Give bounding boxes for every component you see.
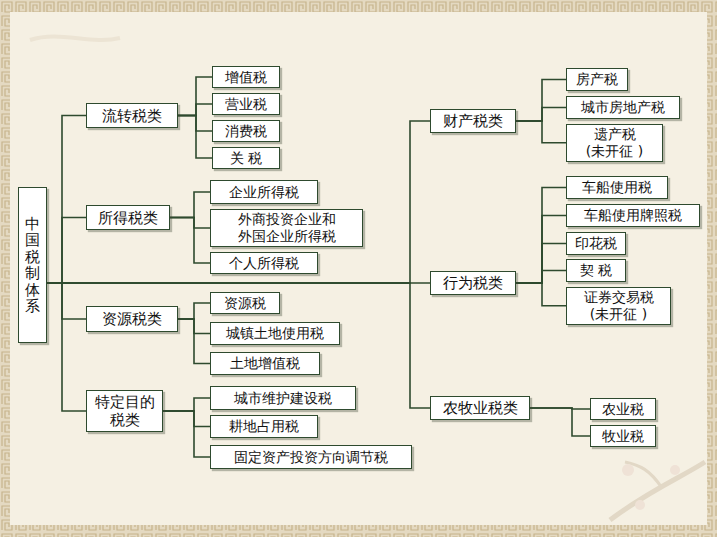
border-band xyxy=(0,0,10,537)
tree-connector xyxy=(530,408,590,436)
category-box: 农牧业税类 xyxy=(430,396,530,420)
tree-connector xyxy=(47,218,86,284)
border-band xyxy=(0,525,717,537)
tree-connector xyxy=(516,188,566,284)
node-label: 农牧业税类 xyxy=(443,399,518,417)
tree-connector xyxy=(170,218,210,264)
node-label: 车船使用税 xyxy=(582,179,652,196)
tax-box: 固定资产投资方向调节税 xyxy=(210,445,412,469)
brush-stroke xyxy=(30,36,120,40)
tree-connector xyxy=(47,121,430,283)
tree-connector xyxy=(163,398,210,411)
tax-box: 农业税 xyxy=(590,398,656,420)
tax-box: 证券交易税 (未开征 ) xyxy=(566,287,671,325)
tree-connector xyxy=(170,192,210,218)
node-label: 企业所得税 xyxy=(229,184,299,201)
node-label: 耕地占用税 xyxy=(229,418,299,435)
node-label: 证券交易税 (未开征 ) xyxy=(573,289,664,323)
node-label: 契 税 xyxy=(580,262,612,279)
node-label: 牧业税 xyxy=(602,428,644,445)
root-box: 中国税制体系 xyxy=(18,187,47,343)
node-label: 营业税 xyxy=(225,96,267,113)
tax-box: 增值税 xyxy=(212,66,280,88)
node-label: 消费税 xyxy=(225,123,267,140)
tree-connector xyxy=(47,283,86,319)
category-box: 流转税类 xyxy=(86,103,178,128)
tree-connector xyxy=(516,80,566,122)
plum-blossom xyxy=(670,465,680,475)
tax-box: 遗产税 (未开征 ) xyxy=(566,124,663,162)
tax-box: 房产税 xyxy=(566,68,628,91)
tax-box: 企业所得税 xyxy=(210,180,318,204)
category-box: 特定目的 税类 xyxy=(86,390,163,432)
tax-box: 城市维护建设税 xyxy=(210,386,356,410)
border-band xyxy=(707,0,717,537)
category-box: 财产税类 xyxy=(430,109,516,133)
tree-connector xyxy=(516,244,566,284)
border-band xyxy=(0,0,717,12)
node-label: 个人所得税 xyxy=(229,255,299,272)
node-label: 遗产税 (未开征 ) xyxy=(573,126,656,160)
tree-connector xyxy=(516,283,566,306)
plum-blossom xyxy=(622,464,634,476)
tree-connector xyxy=(516,108,566,122)
tree-connector xyxy=(178,116,212,132)
plum-blossom xyxy=(635,500,645,510)
tree-connector xyxy=(163,411,210,457)
node-label: 特定目的 税类 xyxy=(93,393,156,429)
node-label: 增值税 xyxy=(225,69,267,86)
tree-connector xyxy=(178,104,212,116)
category-box: 所得税类 xyxy=(86,205,170,230)
tree-connector xyxy=(170,218,210,229)
tax-box: 耕地占用税 xyxy=(210,415,318,438)
tax-box: 个人所得税 xyxy=(210,252,318,274)
tree-connector xyxy=(516,216,566,284)
tree-connector xyxy=(47,283,86,411)
tax-box: 车船使用税 xyxy=(566,176,668,199)
node-label: 城市房地产税 xyxy=(581,99,665,116)
tree-connector xyxy=(47,116,86,284)
node-label: 固定资产投资方向调节税 xyxy=(234,449,388,466)
category-box: 行为税类 xyxy=(430,271,516,295)
node-label: 中国税制体系 xyxy=(25,216,40,315)
node-label: 城市维护建设税 xyxy=(234,390,332,407)
node-label: 车船使用牌照税 xyxy=(584,207,682,224)
tax-box: 印花税 xyxy=(566,232,626,255)
tax-box: 车船使用牌照税 xyxy=(566,204,700,227)
tax-box: 城市房地产税 xyxy=(566,96,680,119)
tax-box: 契 税 xyxy=(566,259,626,282)
node-label: 土地增值税 xyxy=(230,355,300,372)
tax-box: 营业税 xyxy=(212,93,280,115)
node-label: 农业税 xyxy=(602,401,644,418)
node-label: 外商投资企业和 外国企业所得税 xyxy=(217,211,356,245)
node-label: 印花税 xyxy=(575,235,617,252)
node-label: 城镇土地使用税 xyxy=(226,325,324,342)
node-label: 资源税 xyxy=(224,295,266,312)
tree-connector xyxy=(178,303,210,319)
node-label: 关 税 xyxy=(230,150,262,167)
node-label: 资源税类 xyxy=(102,310,162,328)
tree-connector xyxy=(163,411,210,427)
tree-connector xyxy=(178,319,210,364)
tree-connector xyxy=(178,116,212,159)
tax-box: 关 税 xyxy=(212,147,280,169)
category-box: 资源税类 xyxy=(86,306,178,332)
node-label: 流转税类 xyxy=(102,107,162,125)
tax-box: 城镇土地使用税 xyxy=(210,322,340,345)
tree-connector xyxy=(178,77,212,116)
tree-connector xyxy=(516,121,566,143)
tax-box: 外商投资企业和 外国企业所得税 xyxy=(210,209,363,247)
node-label: 财产税类 xyxy=(443,112,503,130)
node-label: 房产税 xyxy=(576,71,618,88)
tax-box: 牧业税 xyxy=(590,425,656,447)
tax-box: 消费税 xyxy=(212,120,280,142)
node-label: 所得税类 xyxy=(98,209,158,227)
tax-box: 土地增值税 xyxy=(210,352,320,375)
plum-branch xyxy=(610,462,705,520)
tax-box: 资源税 xyxy=(210,292,280,314)
tree-connector xyxy=(516,271,566,284)
node-label: 行为税类 xyxy=(443,274,503,292)
